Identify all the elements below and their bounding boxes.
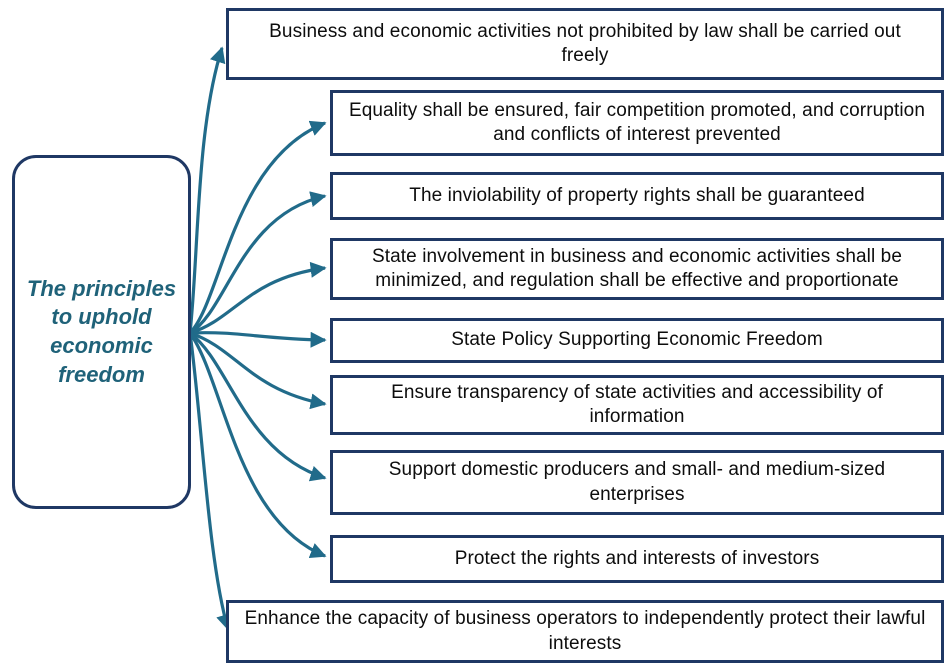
branch-box-6[interactable]: Ensure transparency of state activities … xyxy=(330,375,944,435)
root-node-label: The principles to uphold economic freedo… xyxy=(26,275,177,387)
branch-box-2[interactable]: Equality shall be ensured, fair competit… xyxy=(330,90,944,156)
branch-box-9[interactable]: Enhance the capacity of business operato… xyxy=(226,600,944,663)
branch-box-6-label: Ensure transparency of state activities … xyxy=(391,381,883,427)
branch-box-2-label: Equality shall be ensured, fair competit… xyxy=(348,99,926,145)
branch-box-4[interactable]: State involvement in business and econom… xyxy=(330,238,944,300)
connector-arrow-6 xyxy=(189,331,327,410)
branch-box-1[interactable]: Business and economic activities not pro… xyxy=(226,8,944,80)
connector-arrow-1 xyxy=(188,46,226,334)
branch-box-5-label: State Policy Supporting Economic Freedom xyxy=(451,329,823,351)
branch-box-4-label: State involvement in business and econom… xyxy=(371,245,903,291)
connector-arrow-8 xyxy=(188,332,327,558)
branch-box-3-label: The inviolability of property rights sha… xyxy=(409,184,865,206)
branch-box-1-label: Business and economic activities not pro… xyxy=(269,20,901,66)
branch-box-7-label: Support domestic producers and small- an… xyxy=(388,459,886,505)
connector-arrow-2 xyxy=(188,120,327,335)
connector-arrow-9 xyxy=(188,332,232,631)
connector-arrow-5 xyxy=(189,331,327,348)
branch-box-8[interactable]: Protect the rights and interests of inve… xyxy=(330,535,944,583)
branch-box-5[interactable]: State Policy Supporting Economic Freedom xyxy=(330,318,944,363)
branch-box-9-label: Enhance the capacity of business operato… xyxy=(244,608,926,654)
connector-arrow-4 xyxy=(189,261,327,335)
root-node-principles[interactable]: The principles to uphold economic freedo… xyxy=(12,155,191,509)
branch-box-8-label: Protect the rights and interests of inve… xyxy=(454,547,820,569)
branch-box-3[interactable]: The inviolability of property rights sha… xyxy=(330,172,944,220)
branch-box-7[interactable]: Support domestic producers and small- an… xyxy=(330,450,944,515)
connector-arrow-7 xyxy=(189,331,327,482)
connector-arrow-3 xyxy=(189,191,327,335)
